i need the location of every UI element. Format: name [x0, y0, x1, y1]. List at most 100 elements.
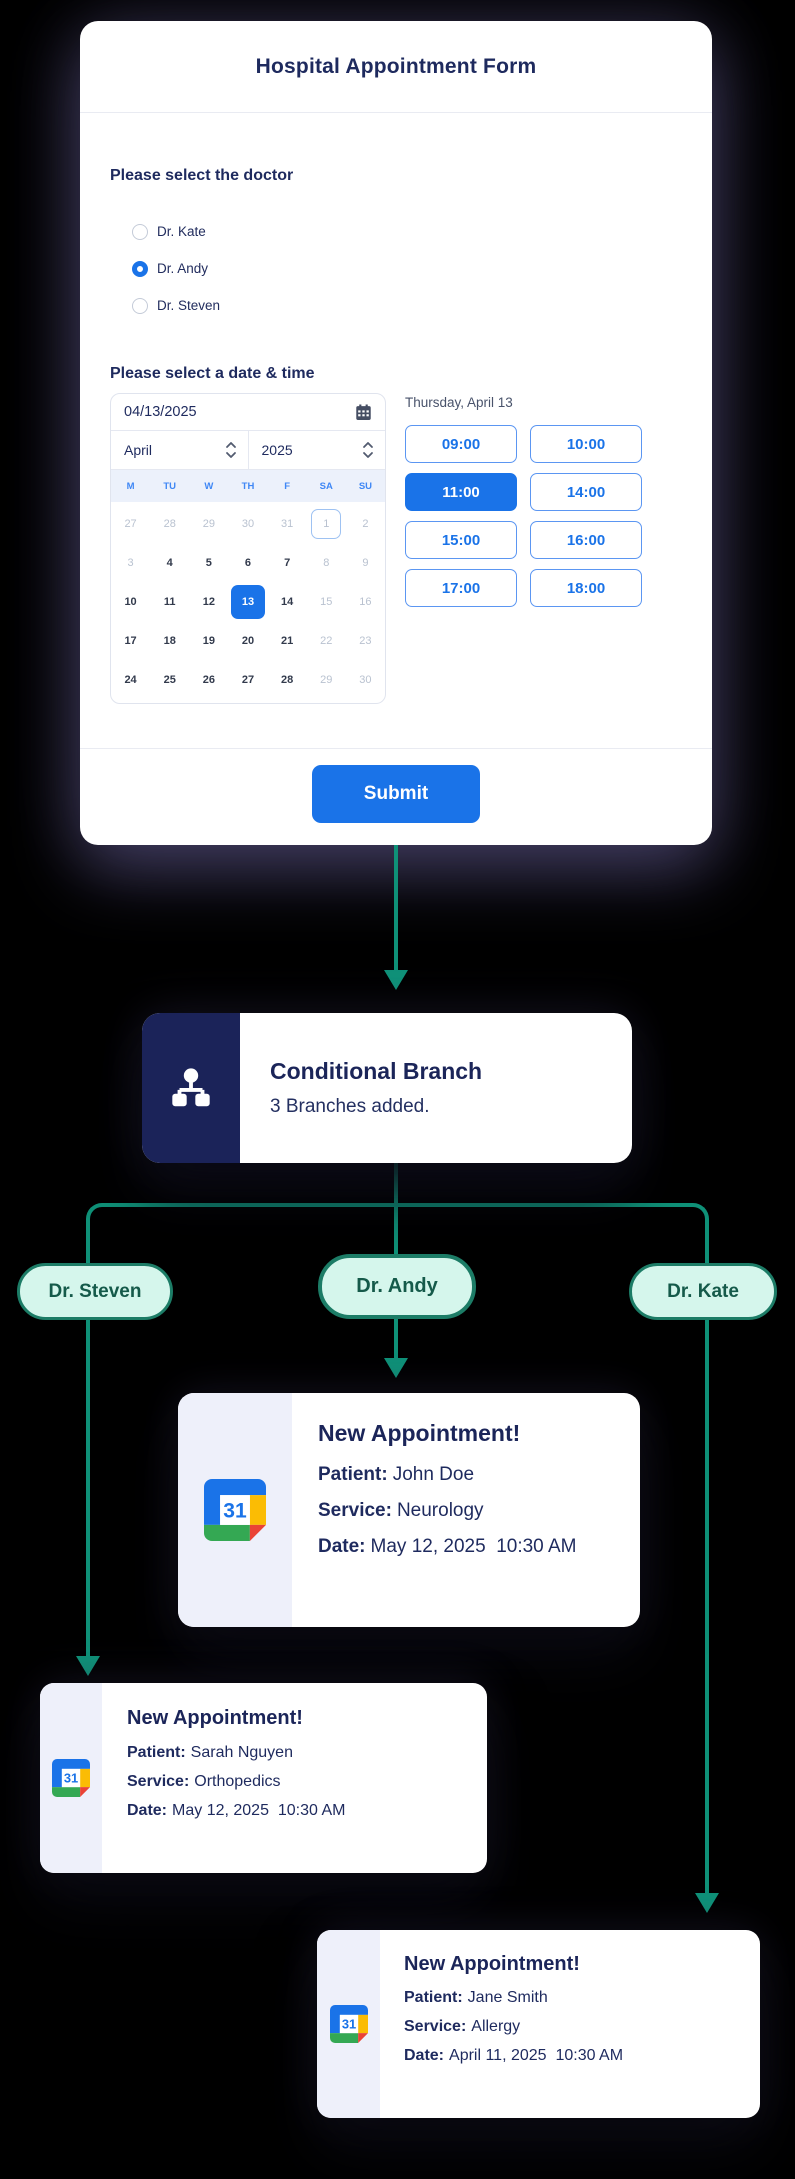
calendar-day-cell[interactable]: 28 [150, 504, 189, 543]
year-selector[interactable]: 2025 [249, 431, 386, 469]
doctor-radio-option[interactable]: Dr. Kate [132, 213, 220, 250]
calendar-day-number: 12 [202, 595, 215, 608]
weekday-label: SU [358, 480, 373, 492]
calendar-day-cell[interactable]: 18 [150, 621, 189, 660]
calendar-day-cell[interactable]: 23 [346, 621, 385, 660]
appointment-card-dr-steven: 31 New Appointment! Patient:Sarah Nguyen… [40, 1683, 487, 1873]
doctor-radio-option[interactable]: Dr. Andy [132, 250, 220, 287]
time-slot-button[interactable]: 17:00 [405, 569, 517, 607]
appointment-details: New Appointment! Patient:Sarah Nguyen Se… [102, 1683, 487, 1873]
month-selector[interactable]: April [111, 431, 249, 469]
date-value: May 12, 2025 10:30 AM [172, 1802, 346, 1819]
connector-line-dr-kate [705, 1263, 709, 1895]
calendar-day-cell[interactable]: 28 [268, 660, 307, 699]
patient-value: Sarah Nguyen [190, 1744, 293, 1761]
calendar-day-cell[interactable]: 29 [189, 504, 228, 543]
branch-text-panel: Conditional Branch 3 Branches added. [240, 1013, 632, 1163]
calendar-day-cell[interactable]: 12 [189, 582, 228, 621]
year-stepper-chevrons-icon[interactable] [362, 440, 374, 460]
date-input[interactable]: 04/13/2025 [111, 394, 385, 431]
calendar-day-number: 19 [202, 634, 215, 647]
calendar-day-cell[interactable]: 6 [228, 543, 267, 582]
calendar-day-number: 4 [166, 556, 173, 569]
arrow-down-icon [76, 1656, 100, 1676]
calendar-day-number: 2 [362, 517, 369, 530]
calendar-day-cell[interactable]: 2 [346, 504, 385, 543]
calendar-day-number: 9 [362, 556, 369, 569]
date-label: Date: [127, 1802, 168, 1819]
time-slot-button[interactable]: 16:00 [530, 521, 642, 559]
sitemap-branch-icon [172, 1068, 210, 1107]
time-slot-button[interactable]: 15:00 [405, 521, 517, 559]
google-calendar-icon: 31 [204, 1479, 266, 1541]
calendar-day-number: 6 [244, 556, 252, 569]
time-slot-button[interactable]: 18:00 [530, 569, 642, 607]
calendar-day-number: 27 [124, 517, 137, 530]
submit-button[interactable]: Submit [312, 765, 480, 823]
doctor-radio-option[interactable]: Dr. Steven [132, 287, 220, 324]
calendar-day-cell[interactable]: 4 [150, 543, 189, 582]
calendar-day-number: 26 [202, 673, 215, 686]
calendar-day-number: 11 [163, 595, 176, 608]
calendar-day-cell[interactable]: 13 [228, 582, 267, 621]
calendar-day-cell[interactable]: 7 [268, 543, 307, 582]
date-value: April 11, 2025 10:30 AM [449, 2047, 624, 2064]
calendar-day-cell[interactable]: 27 [111, 504, 150, 543]
appointment-title: New Appointment! [127, 1707, 303, 1729]
patient-row: Patient:Jane Smith [404, 1989, 752, 2007]
calendar-day-cell[interactable]: 8 [307, 543, 346, 582]
svg-text:31: 31 [223, 1499, 247, 1522]
calendar-day-cell[interactable]: 21 [268, 621, 307, 660]
time-slot-button[interactable]: 14:00 [530, 473, 642, 511]
calendar-day-cell[interactable]: 30 [346, 660, 385, 699]
calendar-day-cell[interactable]: 26 [189, 660, 228, 699]
calendar-day-number: 16 [359, 595, 372, 608]
appointment-icon-panel: 31 [40, 1683, 102, 1873]
calendar-day-number: 29 [202, 517, 215, 530]
calendar-day-cell[interactable]: 3 [111, 543, 150, 582]
calendar-day-cell[interactable]: 11 [150, 582, 189, 621]
calendar-day-cell[interactable]: 15 [307, 582, 346, 621]
patient-row: Patient:John Doe [318, 1464, 630, 1486]
calendar-day-number: 30 [359, 673, 372, 686]
calendar-day-cell[interactable]: 19 [189, 621, 228, 660]
calendar-day-cell[interactable]: 20 [228, 621, 267, 660]
calendar-day-cell[interactable]: 24 [111, 660, 150, 699]
service-row: Service:Allergy [404, 2018, 752, 2036]
calendar-day-cell[interactable]: 31 [268, 504, 307, 543]
time-slot-button[interactable]: 11:00 [405, 473, 517, 511]
appointment-icon-panel: 31 [178, 1393, 292, 1627]
service-row: Service:Neurology [318, 1500, 630, 1522]
calendar-day-cell[interactable]: 25 [150, 660, 189, 699]
calendar-day-cell[interactable]: 1 [307, 504, 346, 543]
calendar-day-number: 31 [281, 517, 294, 530]
calendar-widget: 04/13/2025 April 2 [110, 393, 386, 704]
patient-label: Patient: [404, 1989, 463, 2006]
time-slot-button[interactable]: 10:00 [530, 425, 642, 463]
calendar-day-cell[interactable]: 10 [111, 582, 150, 621]
calendar-day-cell[interactable]: 22 [307, 621, 346, 660]
month-stepper-chevrons-icon[interactable] [225, 440, 237, 460]
calendar-day-cell[interactable]: 27 [228, 660, 267, 699]
radio-selected-icon[interactable] [132, 260, 148, 277]
weekday-label: M [126, 480, 135, 492]
calendar-day-cell[interactable]: 5 [189, 543, 228, 582]
radio-unselected-icon[interactable] [132, 297, 148, 314]
time-slot-button[interactable]: 09:00 [405, 425, 517, 463]
calendar-day-cell[interactable]: 14 [268, 582, 307, 621]
calendar-day-cell[interactable]: 9 [346, 543, 385, 582]
calendar-day-cell[interactable]: 17 [111, 621, 150, 660]
radio-unselected-icon[interactable] [132, 223, 148, 240]
weekday-label: SA [319, 480, 333, 492]
appointment-card-dr-andy: 31 New Appointment! Patient:John Doe Ser… [178, 1393, 640, 1627]
calendar-day-number: 10 [124, 595, 137, 608]
svg-text:31: 31 [341, 2017, 355, 2032]
calendar-day-cell[interactable]: 29 [307, 660, 346, 699]
calendar-day-number: 28 [281, 673, 294, 686]
appointment-card-dr-kate: 31 New Appointment! Patient:Jane Smith S… [317, 1930, 760, 2118]
calendar-day-cell[interactable]: 16 [346, 582, 385, 621]
calendar-icon[interactable] [355, 404, 372, 421]
calendar-day-cell[interactable]: 30 [228, 504, 267, 543]
connector-line-dr-steven [86, 1263, 90, 1658]
